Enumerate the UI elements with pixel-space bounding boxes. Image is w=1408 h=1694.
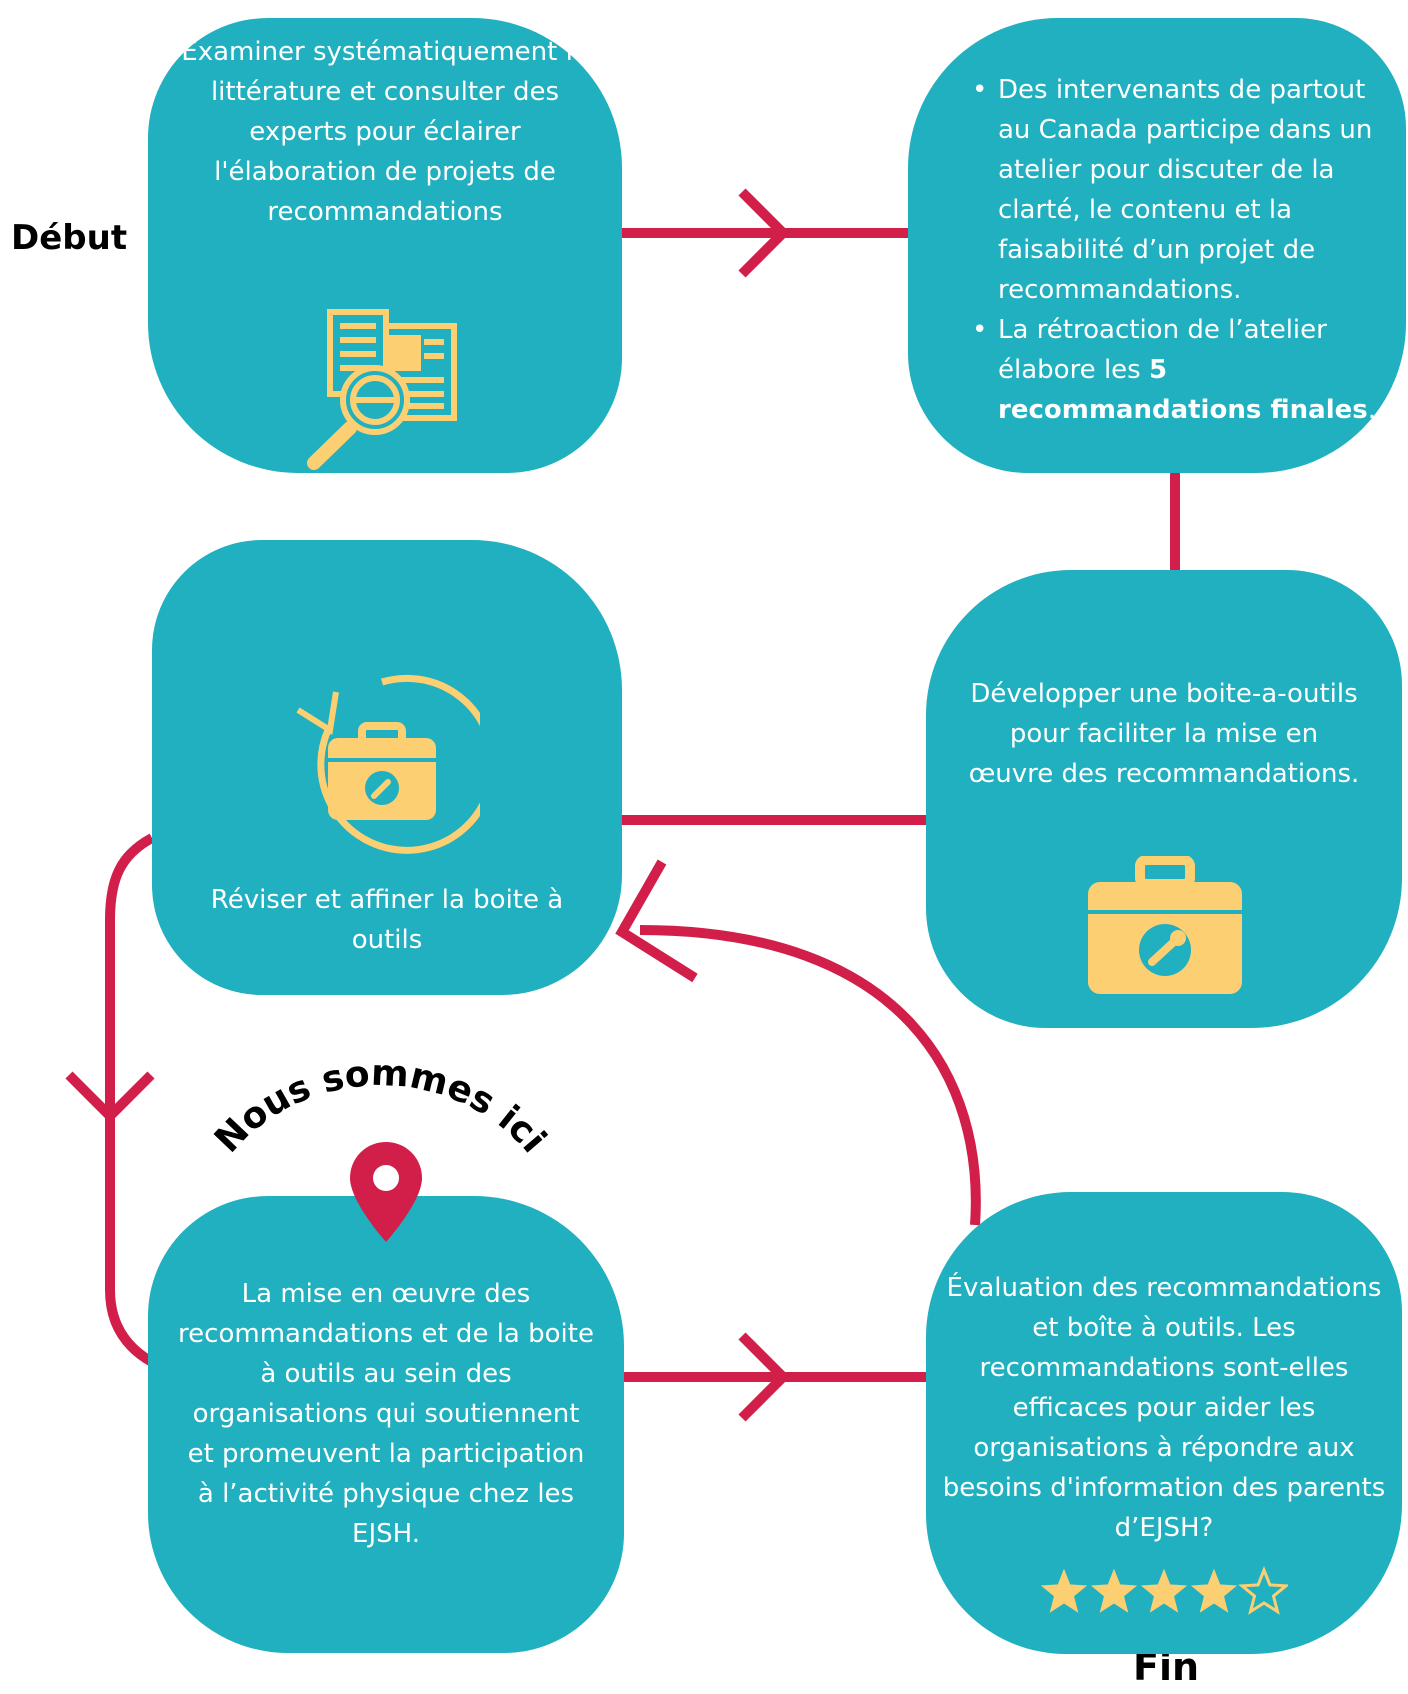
connector-evaluate-revise — [639, 925, 981, 1226]
step-evaluate-box: Évaluation des recommandations et boîte … — [926, 1192, 1402, 1654]
arrowhead-right-icon — [738, 188, 791, 278]
connector-revise-implement — [105, 833, 155, 1367]
workshop-bullet-1: Des intervenants de partout au Canada pa… — [934, 70, 1400, 310]
toolbox-refresh-icon — [296, 674, 480, 854]
step-review-text: Examiner systématiquement la littérature… — [181, 37, 589, 227]
star-filled-icon — [1040, 1568, 1088, 1613]
star-filled-icon — [1190, 1568, 1238, 1613]
step-review-box: Examiner systématiquement la littérature… — [148, 18, 622, 473]
step-toolkit-text: Développer une boite-a-outils pour facil… — [968, 679, 1360, 789]
step-revise-text: Réviser et affiner la boite à outils — [210, 885, 564, 955]
rating-stars — [1040, 1566, 1288, 1615]
step-evaluate-text: Évaluation des recommandations et boîte … — [942, 1273, 1386, 1543]
final-recommendations-emphasis: 5 recommandations finales — [998, 355, 1368, 425]
step-revise-box: Réviser et affiner la boite à outils — [152, 540, 622, 995]
toolbox-icon — [1088, 856, 1242, 994]
location-pin-icon — [350, 1142, 422, 1242]
step-implement-box: La mise en œuvre des recommandations et … — [148, 1196, 624, 1653]
arrowhead-down-icon — [65, 1071, 155, 1124]
star-filled-icon — [1140, 1568, 1188, 1613]
star-filled-icon — [1090, 1568, 1138, 1613]
arrowhead-left-icon — [615, 859, 698, 983]
step-toolkit-box: Développer une boite-a-outils pour facil… — [926, 570, 1402, 1028]
workshop-bullet-2: La rétroaction de l’atelier élabore les … — [934, 310, 1400, 430]
step-workshop-box: Des intervenants de partout au Canada pa… — [908, 18, 1406, 473]
start-label: Début — [11, 218, 128, 258]
document-magnifier-icon — [307, 309, 457, 470]
star-empty-icon — [1238, 1566, 1288, 1615]
arrowhead-right-icon — [738, 1332, 791, 1422]
step-implement-text: La mise en œuvre des recommandations et … — [178, 1279, 594, 1549]
